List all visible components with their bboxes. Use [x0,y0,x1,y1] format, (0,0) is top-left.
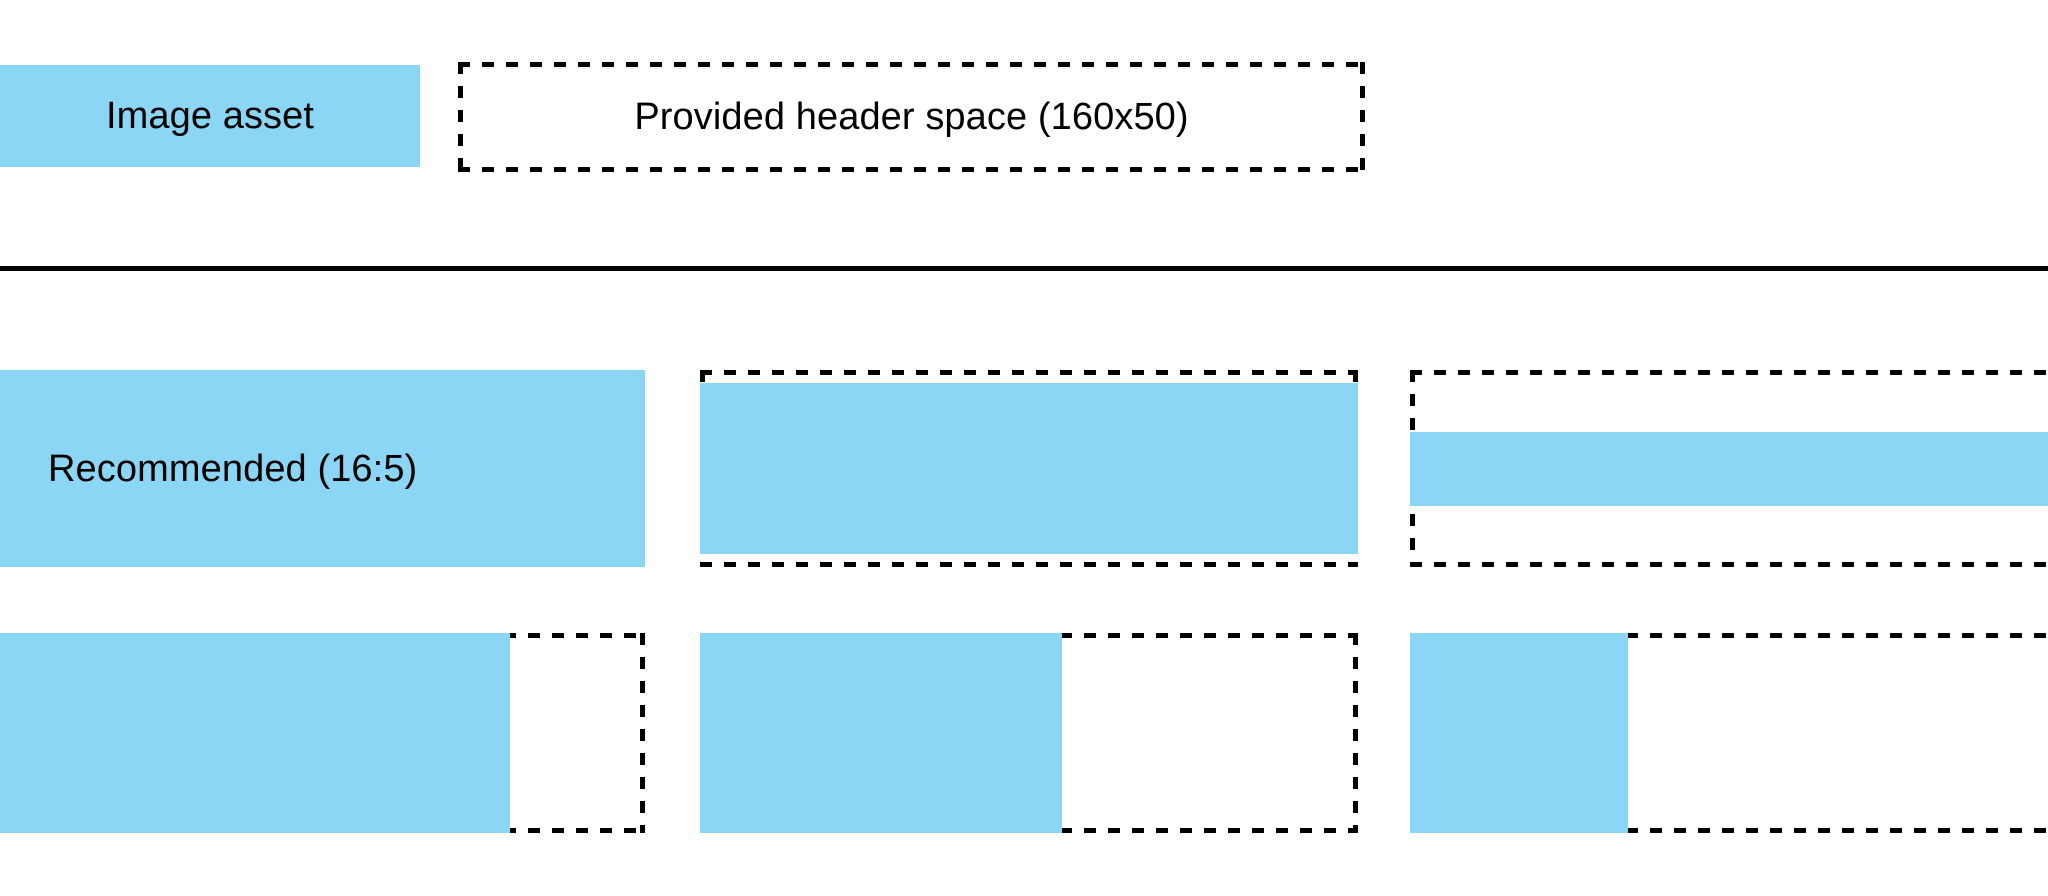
image-asset-swatch: Image asset [0,65,420,167]
sample-box-row1-col2 [700,370,1358,567]
provided-header-space-box: Provided header space (160x50) [458,62,1365,172]
sample-fill-row2-col2 [700,633,1062,833]
section-divider [0,266,2048,271]
provided-header-space-label: Provided header space (160x50) [634,96,1189,138]
sample-box-row2-col1 [0,633,645,833]
sample-fill-row2-col3 [1410,633,1628,833]
sample-box-row1-col1: Recommended (16:5) [0,370,645,567]
sample-fill-row1-col1 [0,370,645,567]
sample-fill-row1-col2 [700,383,1358,554]
image-asset-swatch-label: Image asset [105,95,315,137]
sample-fill-row2-col1 [0,633,510,833]
sample-box-row1-col3 [1410,370,2048,567]
sample-fill-row1-col3 [1410,432,2048,506]
recommended-ratio-label: Recommended (16:5) [48,447,418,490]
sample-box-row2-col3 [1410,633,2048,833]
sample-box-row2-col2 [700,633,1358,833]
